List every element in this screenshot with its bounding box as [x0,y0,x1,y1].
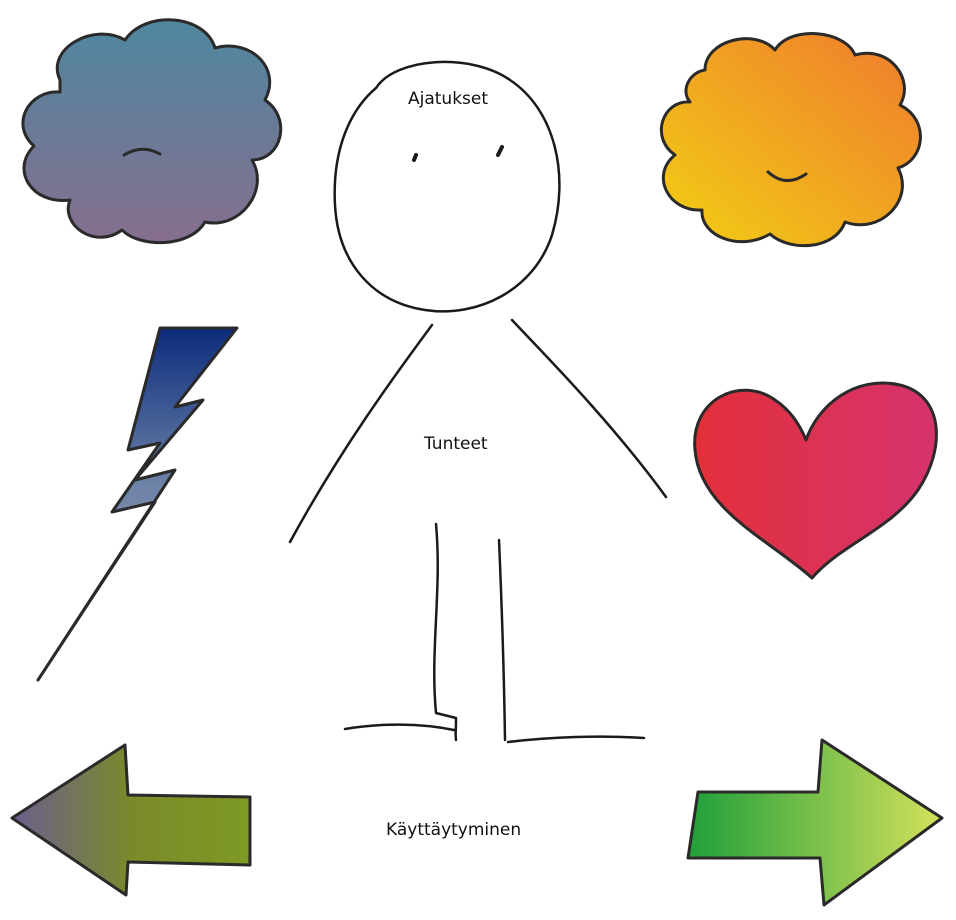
stick-figure [288,60,668,744]
label-behaviour: Käyttäytyminen [386,820,522,840]
label-thoughts: Ajatukset [408,89,489,109]
sad-cloud-icon [21,18,283,245]
left-foot [343,723,456,732]
right-arrow-icon [686,738,944,907]
left-eye [412,153,418,162]
left-arrow-icon [10,743,252,897]
right-foot [506,735,646,744]
right-arm [510,318,668,499]
left-leg [433,522,458,742]
head [333,60,561,313]
sad-mouth [122,147,162,157]
right-leg [497,538,507,742]
happy-cloud-icon [659,32,922,248]
right-eye [496,145,504,157]
heart-icon [693,381,938,580]
lightning-icon [36,326,239,682]
label-feelings: Tunteet [424,434,488,454]
left-arm [288,323,434,544]
happy-mouth [766,170,808,182]
